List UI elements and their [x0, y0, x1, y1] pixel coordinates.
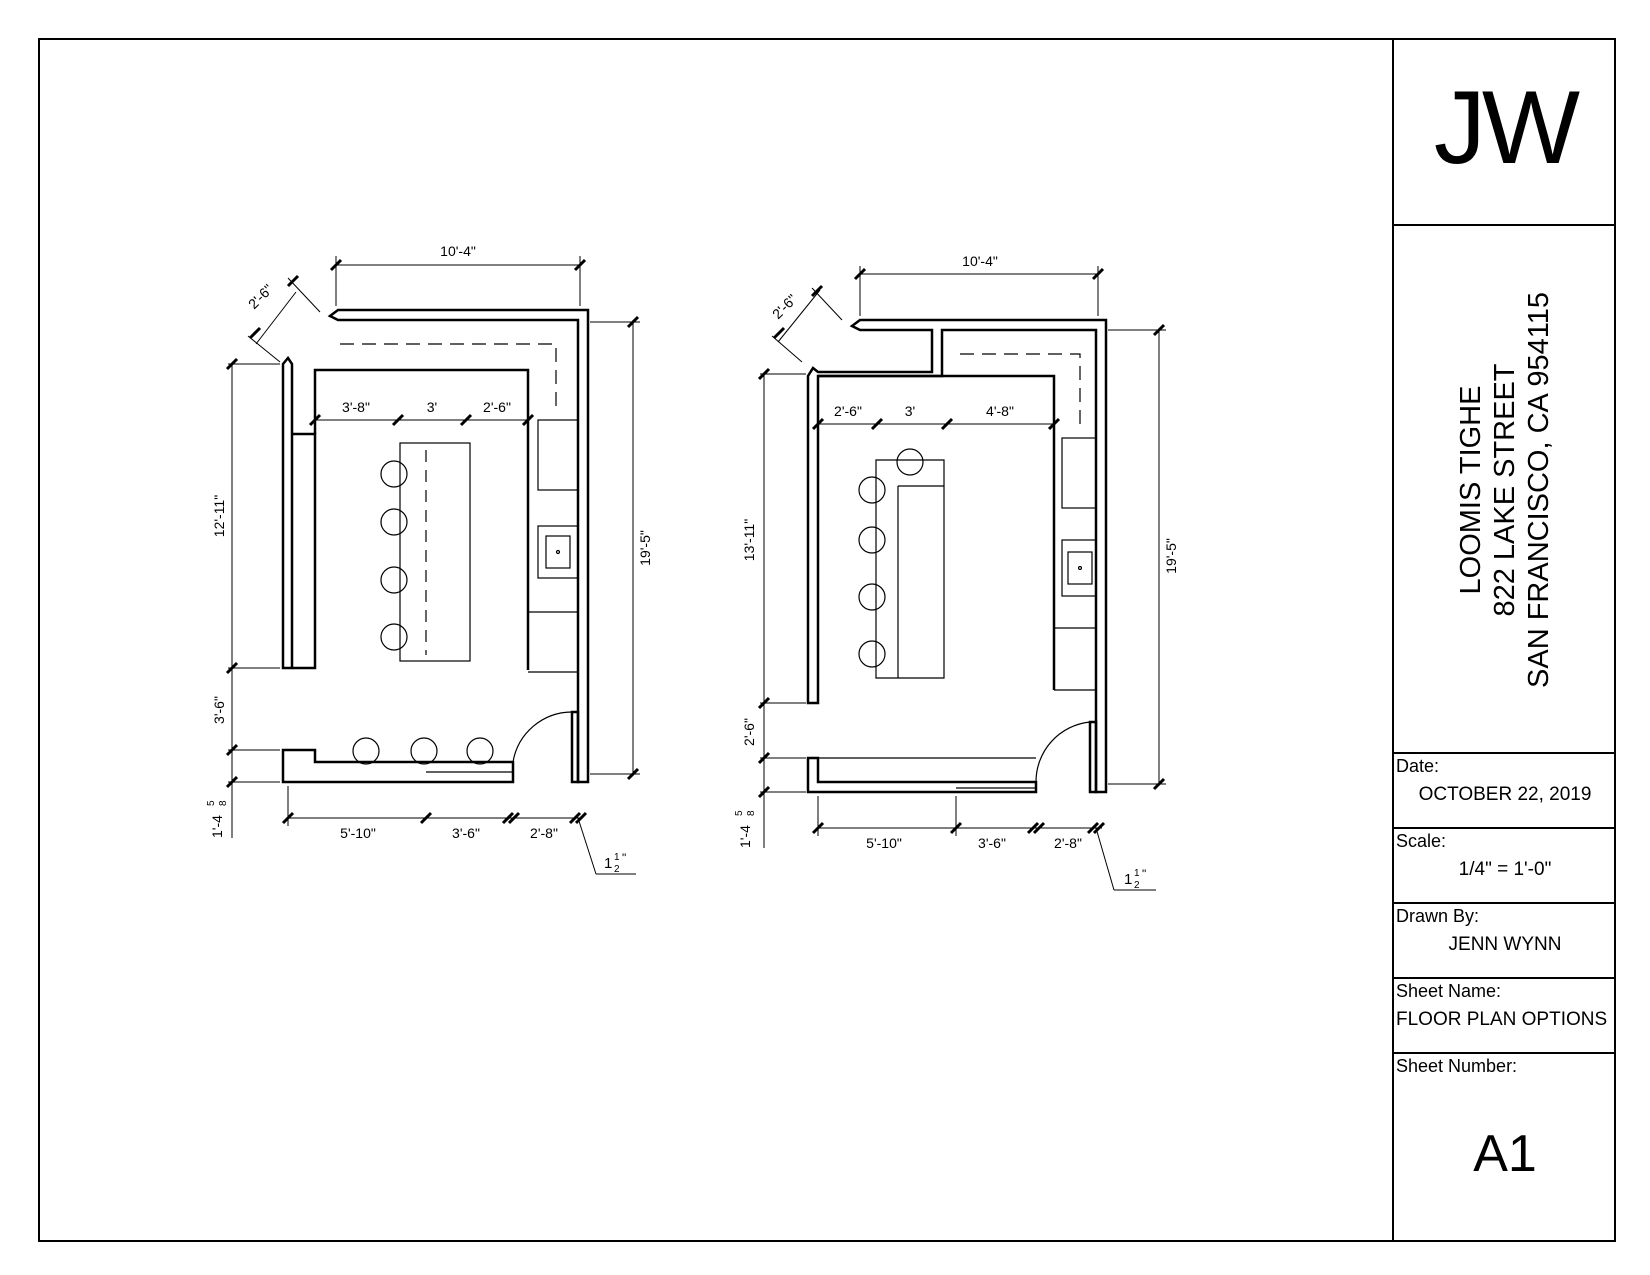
project-info-cell: LOOMIS TIGHE 822 LAKE STREET SAN FRANCIS…: [1394, 226, 1616, 754]
svg-text:1'-4: 1'-4: [209, 815, 225, 838]
date-label: Date:: [1396, 756, 1440, 776]
svg-text:1: 1: [614, 852, 620, 863]
client-name: LOOMIS TIGHE: [1455, 385, 1487, 595]
plan-b-dim-bottom-small: 1'-4 5 8: [734, 810, 757, 848]
plan-a-dim-bottom-mid: 3'-6": [452, 825, 480, 841]
svg-text:5: 5: [206, 800, 217, 806]
project-info: LOOMIS TIGHE 822 LAKE STREET SAN FRANCIS…: [1454, 230, 1556, 750]
plan-a-dim-bottom-small: 1'-4 5 8: [206, 800, 229, 838]
plan-b-dim-diagonal: 2'-6": [769, 291, 800, 322]
svg-text:5: 5: [734, 810, 745, 816]
plan-a-walls: [281, 308, 590, 784]
plan-a-dim-island-mid: 3': [427, 399, 437, 415]
plan-b-fixtures: [818, 353, 1097, 789]
drawn-by-cell: Drawn By: JENN WYNN: [1394, 904, 1616, 979]
plan-b-dim-right-height: 19'-5": [1163, 538, 1179, 574]
plan-a-dim-bottom-left: 5'-10": [340, 825, 376, 841]
date-value: OCTOBER 22, 2019: [1418, 784, 1592, 805]
plan-b-dim-wall-thickness: 1 1 2 ": [1124, 867, 1146, 891]
plan-a-ticks: [225, 258, 640, 825]
plan-b-dim-top-width: 10'-4": [962, 253, 998, 269]
street-address: 822 LAKE STREET: [1489, 363, 1521, 617]
sheet-number-label: Sheet Number:: [1396, 1056, 1518, 1076]
drawn-by-value: JENN WYNN: [1448, 934, 1562, 955]
plan-b-dim-island-right: 4'-8": [986, 403, 1014, 419]
plan-b-dim-left-height: 13'-11": [741, 519, 757, 561]
plan-a-dim-bottom-right: 2'-8": [530, 825, 558, 841]
svg-text:2: 2: [614, 864, 620, 875]
sheet-name-label: Sheet Name:: [1396, 981, 1502, 1001]
scale-cell: Scale: 1/4" = 1'-0": [1394, 829, 1616, 904]
scale-label: Scale:: [1396, 831, 1447, 851]
plan-a-fixtures: [340, 343, 579, 773]
sheet-border: [38, 38, 1616, 1242]
plan-a-dim-island-left: 3'-8": [342, 399, 370, 415]
plan-b-dim-opening: 2'-6": [741, 718, 757, 746]
logo: JW: [1433, 70, 1580, 186]
scale-value: 1/4" = 1'-0": [1458, 859, 1552, 880]
svg-text:1: 1: [1124, 871, 1132, 888]
plan-a-dim-opening: 3'-6": [211, 696, 227, 724]
plan-b-dim-bottom-mid: 3'-6": [978, 835, 1006, 851]
sheet-name-cell: Sheet Name: FLOOR PLAN OPTIONS: [1394, 979, 1616, 1054]
svg-text:": ": [1142, 867, 1146, 881]
plan-a-dim-right-height: 19'-5": [637, 530, 653, 566]
title-block: JW LOOMIS TIGHE 822 LAKE STREET SAN FRAN…: [1392, 38, 1616, 1242]
plan-b-dimension-lines: [760, 266, 1166, 891]
svg-text:2: 2: [1134, 880, 1140, 891]
plan-b-dim-island-mid: 3': [905, 403, 915, 419]
svg-text:": ": [622, 851, 626, 865]
plan-b-walls: [806, 318, 1108, 794]
plan-b-dim-bottom-right: 2'-8": [1054, 835, 1082, 851]
plan-a-dim-top-width: 10'-4": [440, 243, 476, 259]
drawn-by-label: Drawn By:: [1396, 906, 1480, 926]
sheet-number-cell: Sheet Number: A1: [1394, 1054, 1616, 1238]
svg-text:1: 1: [604, 855, 612, 872]
sheet-name-value: FLOOR PLAN OPTIONS: [1396, 1009, 1608, 1030]
svg-text:1: 1: [1134, 868, 1140, 879]
plan-b-dim-bottom-left: 5'-10": [866, 835, 902, 851]
plan-a-dim-left-height: 12'-11": [211, 495, 227, 537]
svg-text:8: 8: [746, 810, 757, 816]
plan-a-dim-wall-thickness: 1 1 2 ": [604, 851, 626, 875]
date-cell: Date: OCTOBER 22, 2019: [1394, 754, 1616, 829]
svg-text:1'-4: 1'-4: [737, 825, 753, 848]
logo-cell: JW: [1394, 38, 1616, 226]
svg-text:8: 8: [218, 800, 229, 806]
city-address: SAN FRANCISCO, CA 954115: [1523, 292, 1555, 688]
plan-b-ticks: [757, 267, 1166, 835]
plan-b-dim-island-left: 2'-6": [834, 403, 862, 419]
plan-a-dim-island-right: 2'-6": [483, 399, 511, 415]
sheet-number-value: A1: [1473, 1125, 1537, 1183]
